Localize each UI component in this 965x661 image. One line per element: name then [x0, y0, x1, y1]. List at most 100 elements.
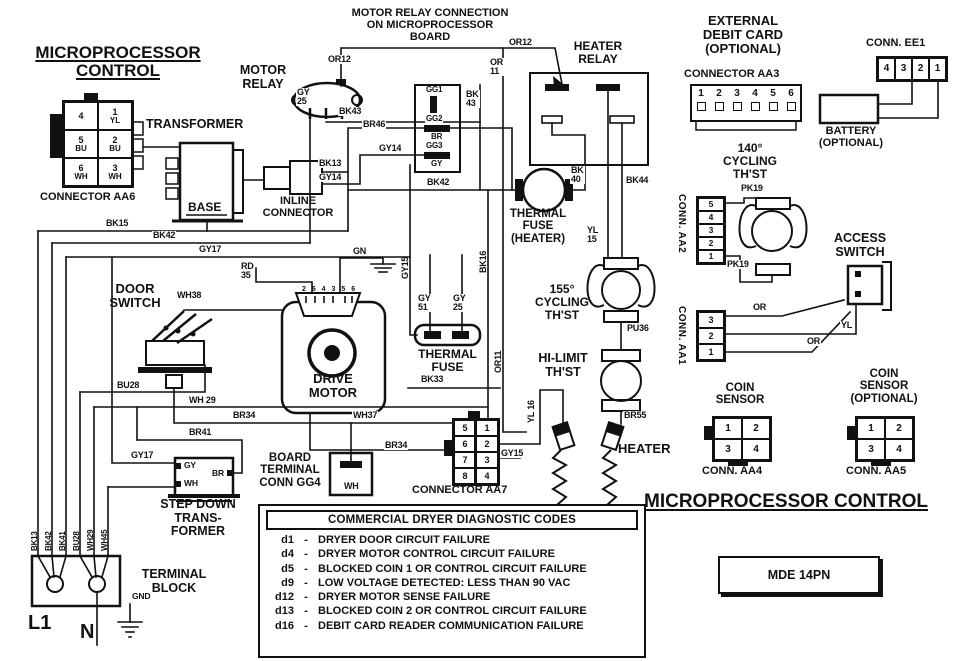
- conn-aa4-label: CONN. AA4: [702, 465, 763, 477]
- connector-pin: 4: [476, 468, 498, 484]
- transformer-symbol: [165, 141, 244, 223]
- dash: -: [304, 576, 308, 589]
- l1-label: L1: [28, 612, 52, 634]
- wire-label: PK19: [740, 183, 764, 193]
- dash: -: [304, 605, 308, 618]
- dash: -: [304, 619, 308, 632]
- diagnostic-code: d12: [275, 591, 294, 604]
- wire-label: GY14: [318, 172, 343, 182]
- wire-label: WH45: [100, 529, 109, 551]
- diagnostic-description: DRYER MOTOR SENSE FAILURE: [318, 591, 491, 604]
- gnd-label: GND: [131, 591, 152, 601]
- wire-label: YL 16: [526, 400, 536, 423]
- connector-pin: 2: [710, 86, 728, 120]
- diagnostic-code-row: d9 - LOW VOLTAGE DETECTED: LESS THAN 90 …: [260, 576, 644, 590]
- terminal-block-label: TERMINAL BLOCK: [141, 567, 207, 595]
- heater-element-symbol: [551, 421, 625, 519]
- wire-label: BK 40: [570, 165, 585, 184]
- connector-pin: 2: [912, 58, 929, 80]
- step-down-transformer-symbol: [168, 456, 240, 502]
- diagnostic-description: BLOCKED COIN 1 OR CONTROL CIRCUIT FAILUR…: [318, 562, 587, 575]
- wire-label: OR11: [493, 350, 503, 373]
- title-motor-relay-connection: MOTOR RELAY CONNECTION ON MICROPROCESSOR…: [351, 7, 509, 43]
- motor-relay-label: MOTOR RELAY: [239, 63, 287, 91]
- access-switch-label: ACCESS SWITCH: [833, 231, 887, 259]
- conn-aa1-label: CONN. AA1: [676, 306, 687, 366]
- wire-label: GY15: [400, 256, 410, 279]
- terminal-block-symbol: [30, 554, 122, 608]
- connector-pin: 3: [857, 439, 885, 460]
- connector-pin: 2: [698, 237, 724, 250]
- cycling-155-label: 155° CYCLING TH'ST: [535, 282, 589, 322]
- wire-label: BR34: [232, 410, 257, 420]
- wire-network: [36, 47, 939, 646]
- diagnostic-code: d4: [281, 548, 294, 561]
- connector-pin: 2: [476, 436, 498, 452]
- diagnostic-code-row: d13 - BLOCKED COIN 2 OR CONTROL CIRCUIT …: [260, 604, 644, 618]
- connector-pin: 3: [698, 224, 724, 237]
- wire-label: BK13: [30, 531, 39, 551]
- diagnostic-description: LOW VOLTAGE DETECTED: LESS THAN 90 VAC: [318, 576, 571, 589]
- connector-pin: 2: [885, 418, 913, 439]
- wire-label: GY15: [500, 448, 525, 458]
- coin-sensor-optional-label: COIN SENSOR (OPTIONAL): [850, 368, 918, 405]
- connector-pin: 6: [782, 86, 800, 120]
- pin-socket: [768, 102, 778, 111]
- wire-label: BK44: [625, 175, 650, 185]
- model-number: MDE 14PN: [767, 568, 831, 582]
- diagnostic-description: BLOCKED COIN 2 OR CONTROL CIRCUIT FAILUR…: [318, 605, 587, 618]
- wire-label: WH 29: [188, 395, 217, 405]
- wire-label: GY17: [198, 244, 223, 254]
- diagnostic-code-row: d5 - BLOCKED COIN 1 OR CONTROL CIRCUIT F…: [260, 562, 644, 576]
- connector-pin: 1: [857, 418, 885, 439]
- title-microprocessor-control-left: MICROPROCESSOR CONTROL: [35, 43, 201, 81]
- wire-label: OR 11: [489, 57, 505, 76]
- diagnostic-code: d1: [281, 534, 294, 546]
- wire-label: PK19: [726, 259, 750, 269]
- connector-aa7-label: CONNECTOR AA7: [412, 484, 508, 496]
- connector-pin: 4: [746, 86, 764, 120]
- dash: -: [304, 534, 308, 546]
- connector-pin: 4: [885, 439, 913, 460]
- thermal-fuse-heater-label: THERMAL FUSE (HEATER): [509, 208, 567, 245]
- connector-pin: 3: [476, 452, 498, 468]
- wire-label: GY 51: [417, 293, 432, 312]
- heater-relay-label: HEATER RELAY: [573, 39, 623, 66]
- connector-pin: 3: [728, 86, 746, 120]
- conn-aa2-label: CONN. AA2: [676, 194, 687, 254]
- hi-limit-label: HI-LIMIT TH'ST: [538, 351, 588, 379]
- wire-label: PU36: [626, 323, 650, 333]
- diagnostic-code-row: d16 - DEBIT CARD READER COMMUNICATION FA…: [260, 619, 644, 633]
- connector-pin: 2: [742, 418, 770, 439]
- cycling-155-thermostat-symbol: [586, 257, 656, 323]
- connector-pin: 4: [742, 439, 770, 460]
- inline-connector-label: INLINE CONNECTOR: [262, 195, 334, 219]
- diagnostic-code: d13: [275, 605, 294, 618]
- wire-label: WH38: [176, 290, 203, 300]
- board-terminal-symbol: [328, 451, 374, 497]
- wire-label: GY 25: [452, 293, 467, 312]
- pin-socket: [714, 102, 724, 111]
- wire-label: BR34: [384, 440, 409, 450]
- thermal-fuse-heater-symbol: [515, 167, 573, 213]
- connector-pin: 1: [929, 58, 946, 80]
- pin-socket: [750, 102, 760, 111]
- connector-pin: 1: [698, 250, 724, 263]
- terminal-label: WH: [184, 478, 198, 488]
- board-pad-label: GG3: [425, 141, 444, 150]
- diagnostic-code: d9: [281, 576, 294, 589]
- diagnostic-codes-table: COMMERCIAL DRYER DIAGNOSTIC CODES d1 - D…: [258, 504, 646, 658]
- wire-label: OR12: [327, 54, 352, 64]
- cycling-140-label: 140° CYCLING TH'ST: [723, 141, 777, 181]
- pin-socket: [732, 102, 742, 111]
- wire-label: BR41: [188, 427, 213, 437]
